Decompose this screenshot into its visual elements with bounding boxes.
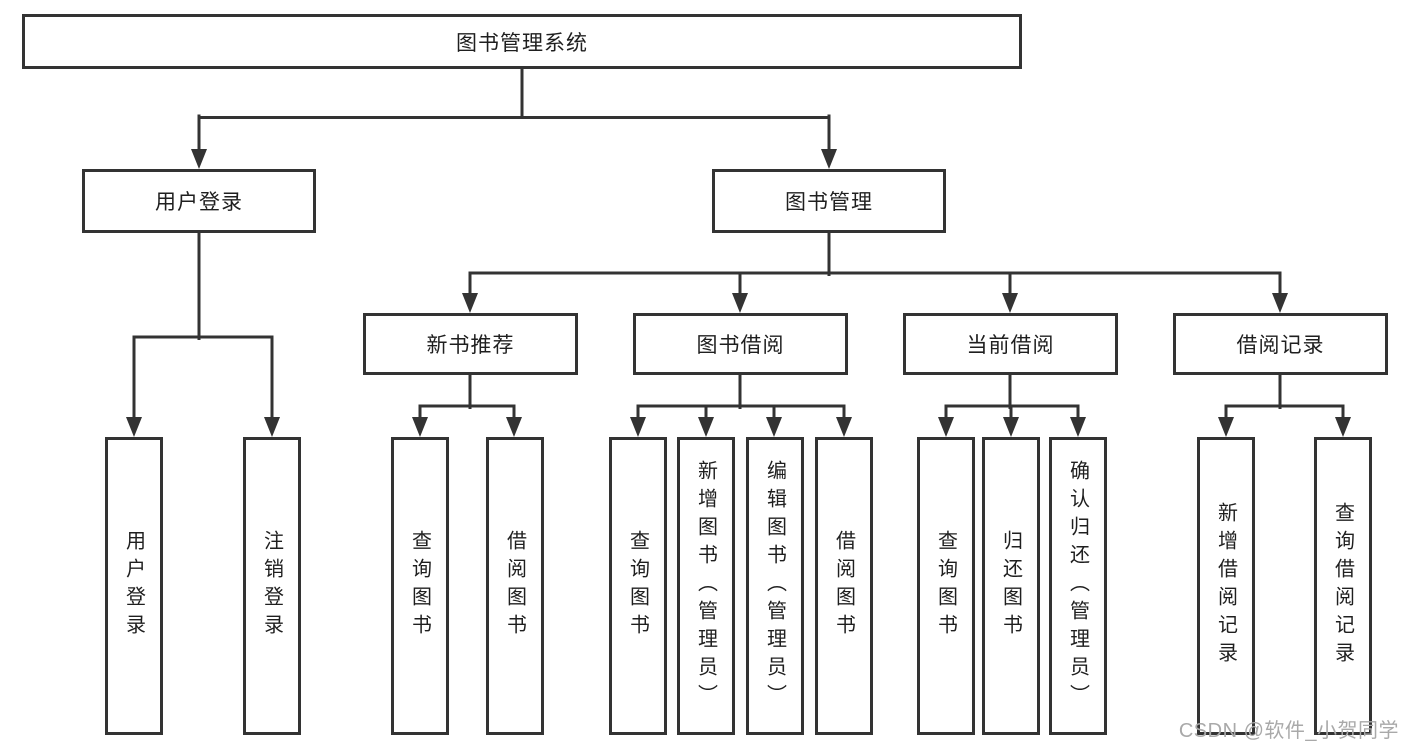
node-book-management: 图书管理 [712,169,946,233]
leaf-borrow-books-2: 借阅图书 [815,437,873,735]
leaf-edit-books-admin: 编辑图书（管理员） [746,437,804,735]
node-book-borrowing: 图书借阅 [633,313,848,375]
leaf-user-login: 用户登录 [105,437,163,735]
leaf-query-books-2: 查询图书 [609,437,667,735]
leaf-borrow-books-1: 借阅图书 [486,437,544,735]
node-current-borrowing: 当前借阅 [903,313,1118,375]
node-new-book-recommendation: 新书推荐 [363,313,578,375]
node-root-system: 图书管理系统 [22,14,1022,69]
node-borrowing-records: 借阅记录 [1173,313,1388,375]
leaf-query-books-1: 查询图书 [391,437,449,735]
leaf-query-borrow-record: 查询借阅记录 [1314,437,1372,735]
arrowheads [126,149,1351,437]
leaf-add-borrow-record: 新增借阅记录 [1197,437,1255,735]
leaf-logout: 注销登录 [243,437,301,735]
leaf-query-books-3: 查询图书 [917,437,975,735]
node-user-login: 用户登录 [82,169,316,233]
leaf-confirm-return-admin: 确认归还（管理员） [1049,437,1107,735]
leaf-add-books-admin: 新增图书（管理员） [677,437,735,735]
csdn-watermark: CSDN @软件_小贺同学 [1178,720,1399,742]
leaf-return-books: 归还图书 [982,437,1040,735]
